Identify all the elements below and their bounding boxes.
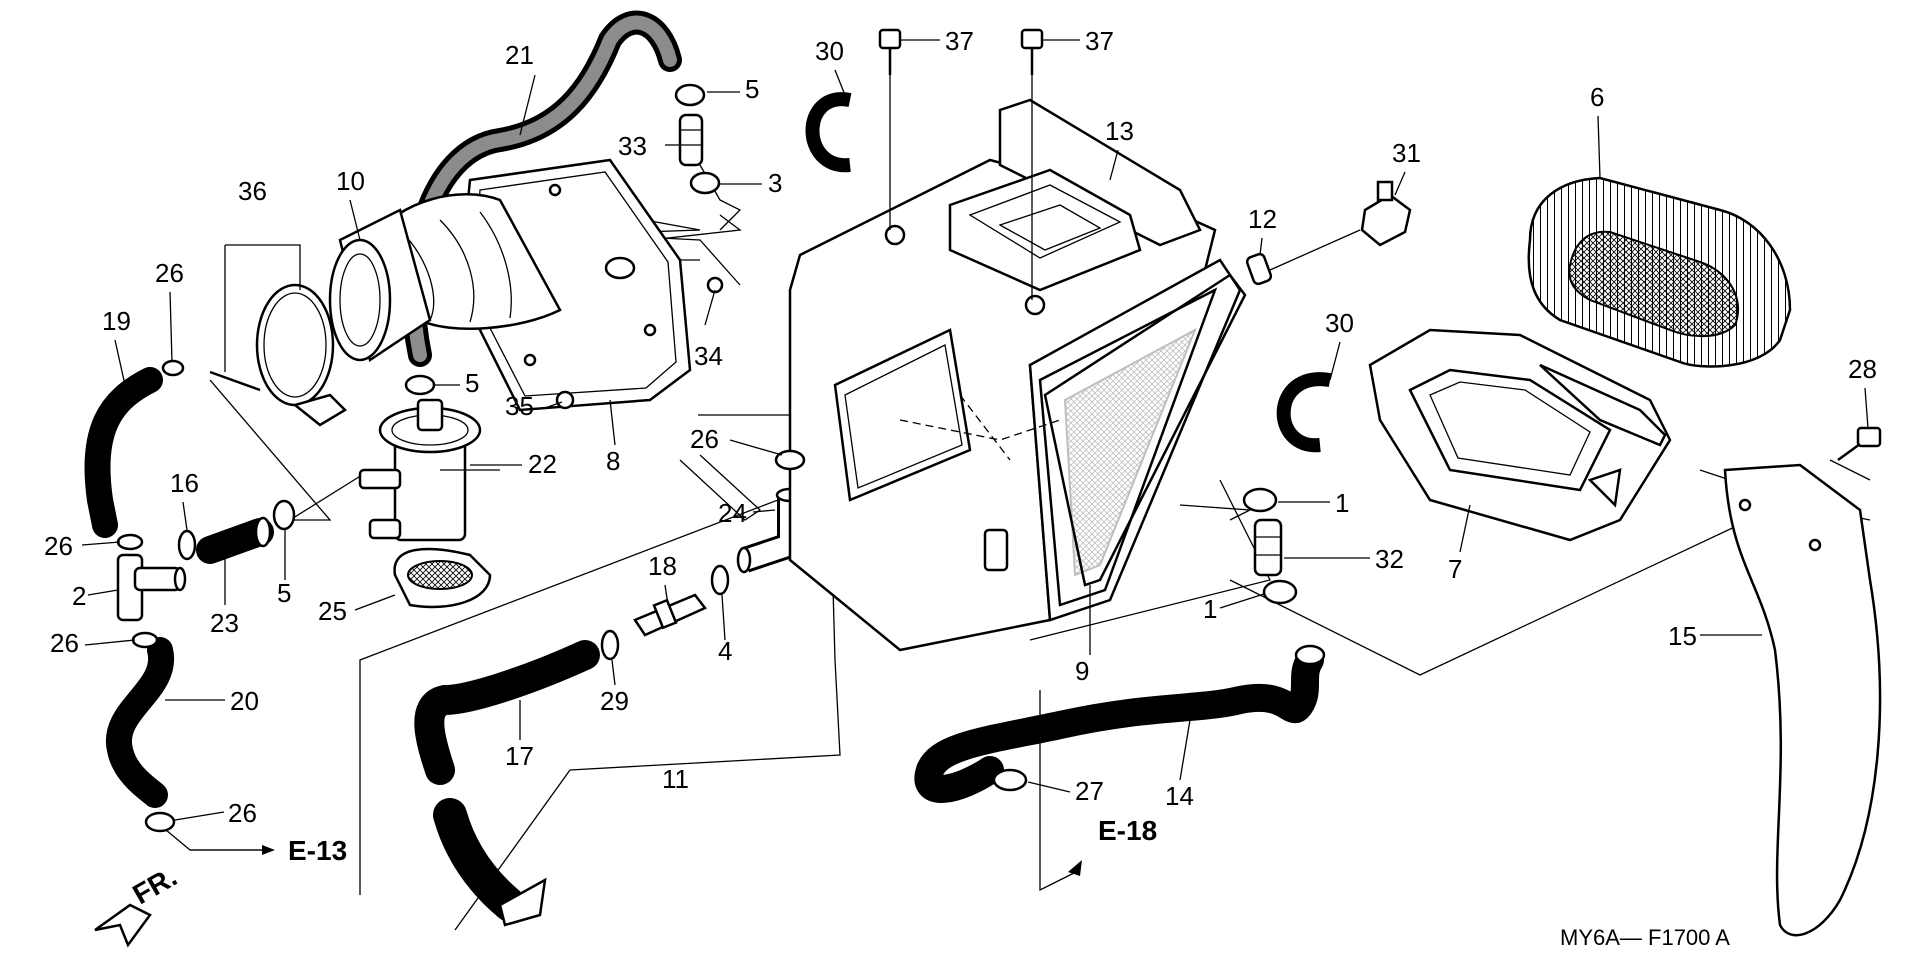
part-labels: 21 5 33 3 30 37 37 13 31 12 30 6 28 36 1… bbox=[44, 26, 1877, 828]
label-32: 32 bbox=[1375, 544, 1404, 574]
fitting-31 bbox=[1360, 180, 1412, 247]
clip-30b bbox=[1276, 372, 1332, 453]
label-8: 8 bbox=[606, 446, 620, 476]
label-30a: 30 bbox=[815, 36, 844, 66]
bolts-37 bbox=[878, 28, 1044, 300]
label-18: 18 bbox=[648, 551, 677, 581]
front-arrow: FR. bbox=[94, 861, 183, 948]
label-5a: 5 bbox=[745, 74, 759, 104]
label-5c: 5 bbox=[277, 578, 291, 608]
label-23: 23 bbox=[210, 608, 239, 638]
label-5b: 5 bbox=[465, 368, 479, 398]
drain-hose-17 bbox=[414, 640, 600, 927]
label-37b: 37 bbox=[1085, 26, 1114, 56]
label-20: 20 bbox=[230, 686, 259, 716]
label-34: 34 bbox=[694, 341, 723, 371]
label-31: 31 bbox=[1392, 138, 1421, 168]
label-37a: 37 bbox=[945, 26, 974, 56]
air-valve-22 bbox=[358, 398, 500, 542]
joint-33 bbox=[678, 113, 704, 167]
label-19: 19 bbox=[102, 306, 131, 336]
clip-30a bbox=[805, 92, 852, 173]
label-26a: 26 bbox=[155, 258, 184, 288]
gasket-9 bbox=[1043, 273, 1247, 587]
label-4: 4 bbox=[718, 636, 732, 666]
connector-18 bbox=[633, 593, 707, 637]
screw-28 bbox=[1837, 426, 1882, 462]
joint-32 bbox=[1253, 518, 1283, 577]
label-3: 3 bbox=[768, 168, 782, 198]
label-22: 22 bbox=[528, 449, 557, 479]
label-7: 7 bbox=[1448, 554, 1462, 584]
label-10: 10 bbox=[336, 166, 365, 196]
hose-20 bbox=[105, 637, 175, 808]
ref-e13-label: E-13 bbox=[288, 835, 347, 866]
band-clamp-36 bbox=[209, 283, 348, 427]
label-26e: 26 bbox=[228, 798, 257, 828]
label-14: 14 bbox=[1165, 781, 1194, 811]
connecting-tube-10 bbox=[328, 208, 432, 363]
label-21: 21 bbox=[505, 40, 534, 70]
label-33: 33 bbox=[618, 131, 647, 161]
reference-e18: E-18 bbox=[1068, 815, 1157, 876]
label-28: 28 bbox=[1848, 354, 1877, 384]
hose-19 bbox=[84, 367, 163, 538]
label-9: 9 bbox=[1075, 656, 1089, 686]
air-cleaner-case-13 bbox=[788, 98, 1242, 652]
label-6: 6 bbox=[1590, 82, 1604, 112]
air-filter-6 bbox=[1527, 176, 1792, 368]
label-29: 29 bbox=[600, 686, 629, 716]
label-27: 27 bbox=[1075, 776, 1104, 806]
label-26d: 26 bbox=[50, 628, 79, 658]
pin-12 bbox=[1245, 252, 1273, 286]
rubber-mount-25 bbox=[393, 547, 492, 609]
label-25: 25 bbox=[318, 596, 347, 626]
label-11: 11 bbox=[662, 764, 689, 794]
label-15: 15 bbox=[1668, 621, 1697, 651]
label-17: 17 bbox=[505, 741, 534, 771]
hose-clips bbox=[116, 83, 1298, 833]
label-2: 2 bbox=[72, 581, 86, 611]
label-leaders bbox=[81, 39, 1869, 821]
front-label: FR. bbox=[128, 861, 183, 910]
label-30b: 30 bbox=[1325, 308, 1354, 338]
label-1b: 1 bbox=[1203, 594, 1217, 624]
diagram-code: MY6A— F1700 A bbox=[1560, 925, 1730, 950]
element-holder-7 bbox=[1368, 328, 1672, 542]
label-13: 13 bbox=[1105, 116, 1134, 146]
label-12: 12 bbox=[1248, 204, 1277, 234]
t-joint-2 bbox=[116, 553, 187, 622]
hose-14 bbox=[914, 644, 1326, 803]
label-26c: 26 bbox=[44, 531, 73, 561]
label-1a: 1 bbox=[1335, 488, 1349, 518]
hose-23 bbox=[196, 516, 274, 564]
label-16: 16 bbox=[170, 468, 199, 498]
label-26b: 26 bbox=[690, 424, 719, 454]
label-35: 35 bbox=[505, 391, 534, 421]
intake-snorkel-15 bbox=[1723, 463, 1882, 937]
ref-e18-label: E-18 bbox=[1098, 815, 1157, 846]
label-36: 36 bbox=[238, 176, 267, 206]
label-24: 24 bbox=[718, 498, 747, 528]
reference-e13: E-13 bbox=[190, 835, 347, 866]
